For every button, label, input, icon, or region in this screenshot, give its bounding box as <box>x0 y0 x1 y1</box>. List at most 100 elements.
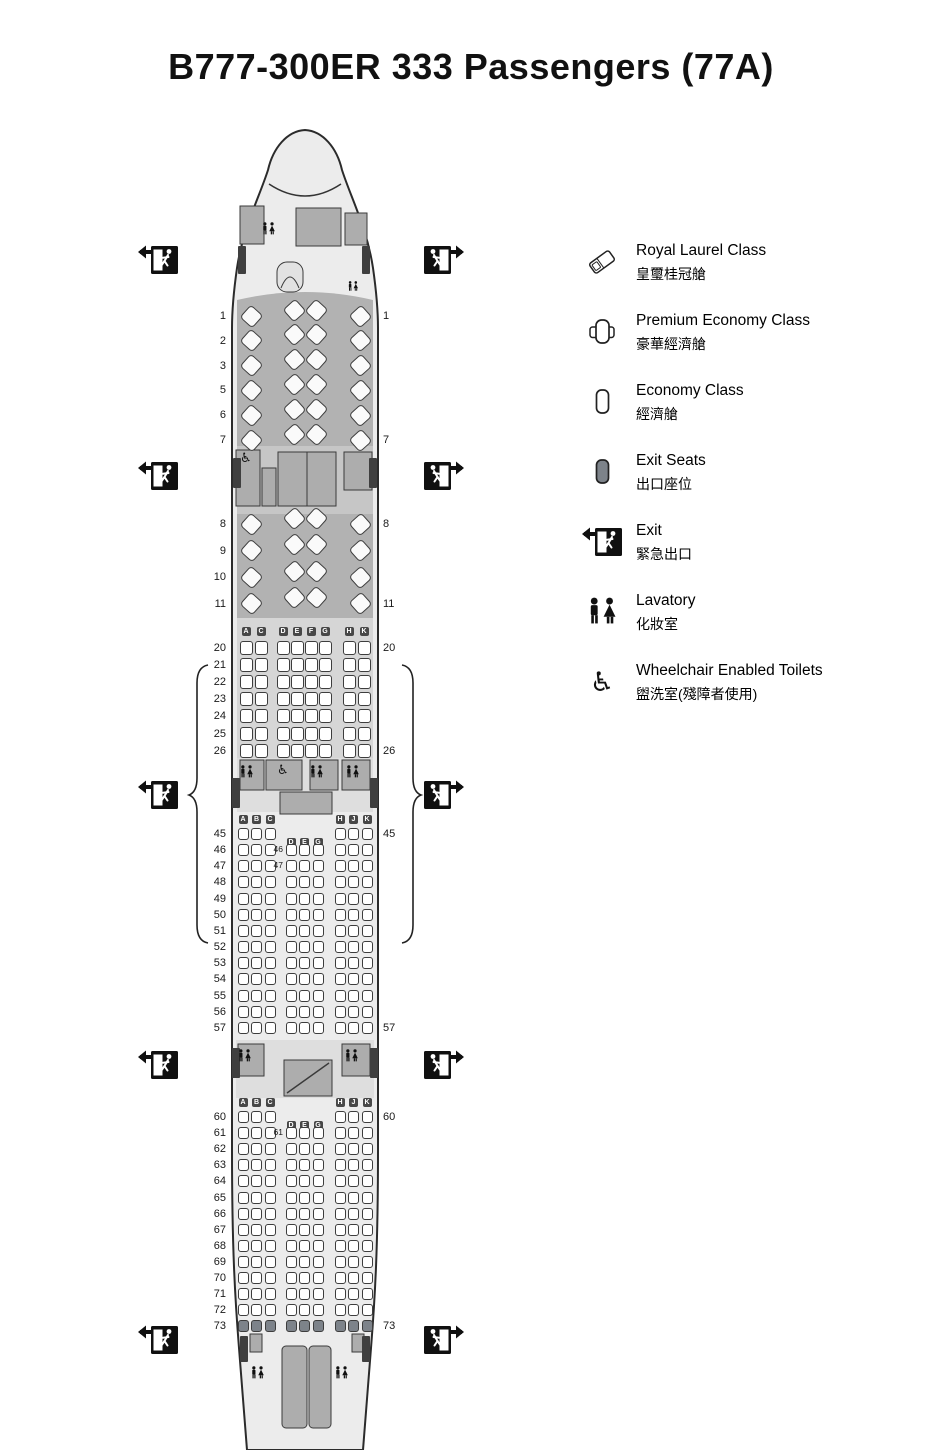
legend-item-economy: Economy Class 經濟艙 <box>580 382 890 424</box>
exit-icon <box>424 1050 464 1085</box>
seat-69C <box>264 1255 276 1268</box>
seat-65C <box>264 1191 276 1204</box>
row-label: 72 <box>213 1304 226 1317</box>
seat-55K <box>361 989 373 1002</box>
seat-57D <box>285 1021 297 1034</box>
lavatory-icon <box>345 765 360 783</box>
seat-52D <box>285 941 297 954</box>
legend-label: Exit <box>636 522 662 539</box>
seat-55J <box>348 989 359 1002</box>
seat-60J <box>348 1111 359 1123</box>
door-marker <box>370 778 378 808</box>
galley-box <box>309 759 339 791</box>
door-marker <box>362 246 370 274</box>
seat-68D <box>285 1239 297 1252</box>
seat-71C <box>264 1288 276 1301</box>
seat-26D <box>276 743 290 758</box>
row-label: 55 <box>213 989 226 1002</box>
brace-left <box>186 664 209 944</box>
seat-57J <box>348 1021 359 1034</box>
seat-21G <box>318 658 332 673</box>
seat-50G <box>312 908 324 921</box>
seat-67J <box>348 1223 359 1236</box>
seat-56K <box>361 1005 373 1018</box>
seat-47C <box>264 860 276 873</box>
seat-22C <box>254 675 268 690</box>
seat-70H <box>334 1272 346 1284</box>
seat-67B <box>251 1223 262 1236</box>
row-label: 73 <box>213 1320 226 1333</box>
seat-68H <box>334 1239 346 1252</box>
seat-61B <box>251 1127 262 1140</box>
seat-60K <box>361 1111 373 1123</box>
seat-45H <box>334 828 346 840</box>
seat-69B <box>251 1255 262 1268</box>
seat-71D <box>285 1288 297 1301</box>
seat-25E <box>290 726 304 741</box>
seat-64B <box>251 1175 262 1188</box>
seat-67G <box>312 1223 324 1236</box>
seat-71H <box>334 1288 346 1301</box>
stairs-line <box>286 1062 330 1094</box>
galley-box <box>279 791 333 815</box>
row-label: 46 <box>273 844 283 855</box>
seat-69H <box>334 1255 346 1268</box>
exit-icon <box>424 1325 464 1360</box>
seat-53C <box>264 957 276 970</box>
exit-icon <box>138 461 178 496</box>
door-marker <box>240 1336 248 1362</box>
seat-63H <box>334 1159 346 1172</box>
seat-66H <box>334 1207 346 1220</box>
row-label: 63 <box>213 1159 226 1172</box>
seat-61C <box>264 1127 276 1140</box>
row-label: 60 <box>213 1111 226 1123</box>
seat-48C <box>264 876 276 889</box>
royal-laurel-seat-icon <box>580 242 624 282</box>
seat-55G <box>312 989 324 1002</box>
seat-70D <box>285 1272 297 1284</box>
row-label: 26 <box>383 744 396 757</box>
seat-57C <box>264 1021 276 1034</box>
seat-72B <box>251 1304 262 1317</box>
seat-20E <box>290 641 304 655</box>
legend-label: Economy Class <box>636 382 744 399</box>
row-label: 8 <box>383 518 390 530</box>
seat-66J <box>348 1207 359 1220</box>
lavatory-icon <box>309 765 324 783</box>
seat-52K <box>361 941 373 954</box>
lavatory-icon <box>347 280 359 296</box>
legend-label-zh: 經濟艙 <box>636 406 678 422</box>
seat-64K <box>361 1175 373 1188</box>
seat-61D <box>285 1127 297 1140</box>
row-label: 65 <box>213 1191 226 1204</box>
seat-45B <box>251 828 262 840</box>
seat-21H <box>342 658 356 673</box>
seat-24A <box>239 709 253 724</box>
exit-icon <box>138 1325 178 1360</box>
seat-21D <box>276 658 290 673</box>
seat-23A <box>239 692 253 707</box>
row-label: 69 <box>213 1255 226 1268</box>
seat-57H <box>334 1021 346 1034</box>
row-label: 20 <box>213 642 226 654</box>
seat-73A <box>237 1320 249 1333</box>
galley-box <box>308 1345 332 1429</box>
row-label: 54 <box>213 973 226 986</box>
seat-62B <box>251 1143 262 1156</box>
seat-24K <box>357 709 371 724</box>
seat-49H <box>334 892 346 905</box>
seat-47D <box>285 860 297 873</box>
seat-67E <box>299 1223 310 1236</box>
seat-67K <box>361 1223 373 1236</box>
seat-52J <box>348 941 359 954</box>
seat-51E <box>299 924 310 937</box>
seat-66G <box>312 1207 324 1220</box>
column-header-H: H <box>344 626 354 636</box>
seat-47H <box>334 860 346 873</box>
legend-label-zh: 盥洗室(殘障者使用) <box>636 686 758 702</box>
seat-64C <box>264 1175 276 1188</box>
seat-66A <box>237 1207 249 1220</box>
